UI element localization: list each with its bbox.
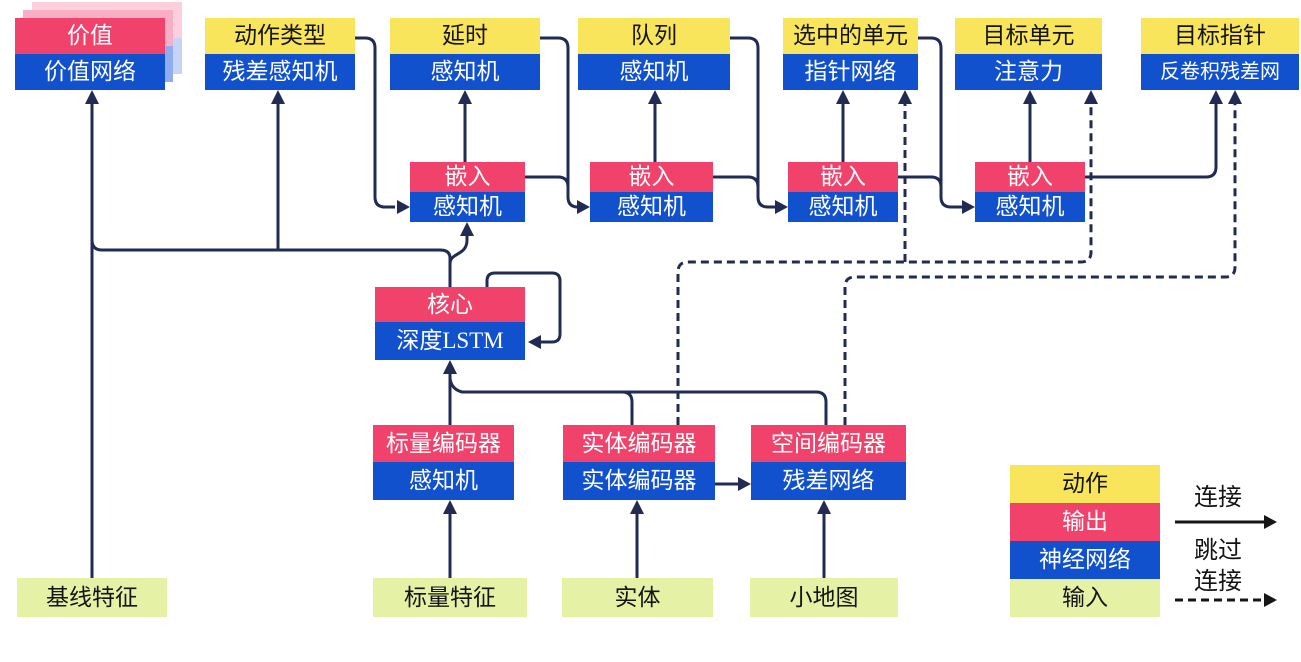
spatial-encoder-output-label: 空间编码器 <box>751 425 906 462</box>
node-target-point: 目标指针 反卷积残差网 <box>1141 18 1299 90</box>
node-selected-units: 选中的单元 指针网络 <box>783 18 918 90</box>
queue-network-label: 感知机 <box>578 54 730 90</box>
target-unit-network-label: 注意力 <box>955 54 1102 90</box>
node-embed-2: 嵌入 感知机 <box>590 162 713 222</box>
legend-output-label: 输出 <box>1010 503 1160 541</box>
embed-1-output-label: 嵌入 <box>410 162 525 192</box>
target-unit-action-label: 目标单元 <box>955 18 1102 54</box>
scalar-encoder-network-label: 感知机 <box>373 462 514 500</box>
entities-label: 实体 <box>562 578 713 617</box>
scalar-features-label: 标量特征 <box>373 578 527 617</box>
entity-encoder-output-label: 实体编码器 <box>563 425 715 462</box>
node-minimap: 小地图 <box>750 578 898 617</box>
node-entities: 实体 <box>562 578 713 617</box>
delay-action-label: 延时 <box>390 18 540 54</box>
legend-color-key: 动作 输出 神经网络 输入 <box>1010 465 1160 617</box>
spatial-encoder-network-label: 残差网络 <box>751 462 906 500</box>
node-scalar-encoder: 标量编码器 感知机 <box>373 425 514 500</box>
embed-4-network-label: 感知机 <box>975 192 1085 222</box>
core-output-label: 核心 <box>375 287 525 322</box>
node-queue: 队列 感知机 <box>578 18 730 90</box>
embed-4-output-label: 嵌入 <box>975 162 1085 192</box>
node-scalar-features: 标量特征 <box>373 578 527 617</box>
core-network-label: 深度LSTM <box>375 322 525 360</box>
legend-skip-connection-label-line2: 连接 <box>1194 569 1242 595</box>
node-delay: 延时 感知机 <box>390 18 540 90</box>
selected-units-network-label: 指针网络 <box>783 54 918 90</box>
node-spatial-encoder: 空间编码器 残差网络 <box>751 425 906 500</box>
legend-network-label: 神经网络 <box>1010 541 1160 579</box>
embed-2-network-label: 感知机 <box>590 192 713 222</box>
embed-3-network-label: 感知机 <box>788 192 898 222</box>
node-embed-3: 嵌入 感知机 <box>788 162 898 222</box>
node-embed-4: 嵌入 感知机 <box>975 162 1085 222</box>
legend-skip-connection-label-line1: 跳过 <box>1194 538 1242 564</box>
scalar-encoder-output-label: 标量编码器 <box>373 425 514 462</box>
target-point-network-label: 反卷积残差网 <box>1141 54 1299 90</box>
node-entity-encoder: 实体编码器 实体编码器 <box>563 425 715 500</box>
baseline-features-label: 基线特征 <box>17 578 167 617</box>
node-target-unit: 目标单元 注意力 <box>955 18 1102 90</box>
embed-3-output-label: 嵌入 <box>788 162 898 192</box>
legend-input-label: 输入 <box>1010 579 1160 617</box>
target-point-action-label: 目标指针 <box>1141 18 1299 54</box>
delay-network-label: 感知机 <box>390 54 540 90</box>
action-type-network-label: 残差感知机 <box>205 54 355 90</box>
action-type-action-label: 动作类型 <box>205 18 355 54</box>
embed-2-output-label: 嵌入 <box>590 162 713 192</box>
value-network-label: 价值网络 <box>15 54 165 90</box>
selected-units-action-label: 选中的单元 <box>783 18 918 54</box>
node-value: 价值 价值网络 <box>15 18 165 90</box>
embed-1-network-label: 感知机 <box>410 192 525 222</box>
node-embed-1: 嵌入 感知机 <box>410 162 525 222</box>
queue-action-label: 队列 <box>578 18 730 54</box>
legend-connection-label: 连接 <box>1194 485 1242 511</box>
node-action-type: 动作类型 残差感知机 <box>205 18 355 90</box>
minimap-label: 小地图 <box>750 578 898 617</box>
legend-action-label: 动作 <box>1010 465 1160 503</box>
node-baseline-features: 基线特征 <box>17 578 167 617</box>
node-core: 核心 深度LSTM <box>375 287 525 360</box>
entity-encoder-network-label: 实体编码器 <box>563 462 715 500</box>
value-output-label: 价值 <box>15 18 165 54</box>
